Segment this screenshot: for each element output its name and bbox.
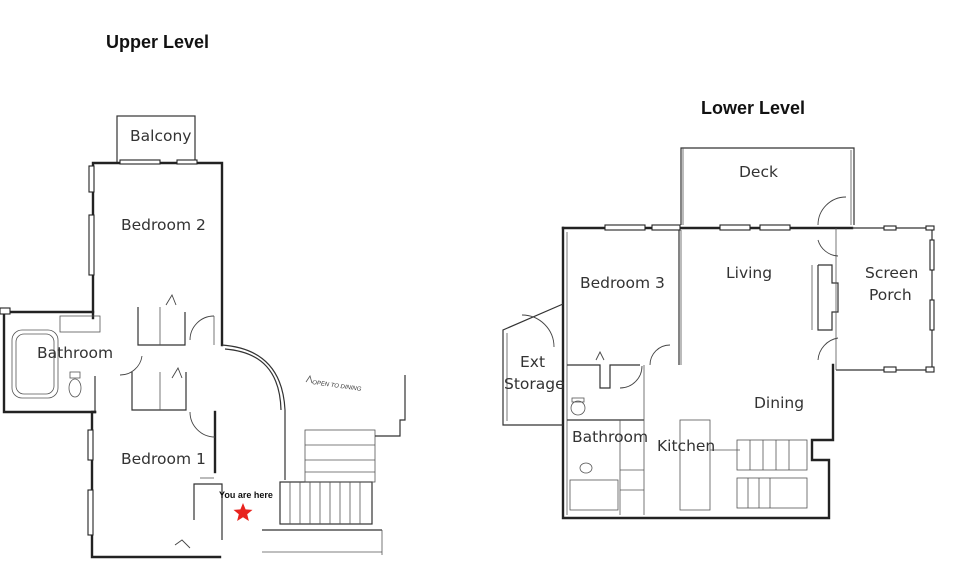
hall-curve — [221, 344, 286, 480]
bedroom-2-label: Bedroom 2 — [121, 216, 206, 234]
deck-area — [680, 147, 855, 226]
dining-label: Dining — [754, 394, 804, 412]
lower-main-walls — [561, 224, 854, 520]
kitchen-label: Kitchen — [657, 437, 715, 455]
living-label: Living — [726, 264, 772, 282]
upper-level-heading: Upper Level — [106, 32, 209, 52]
open-to-dining-arrow — [305, 375, 313, 384]
upper-level-plan: Upper Level — [0, 32, 406, 559]
fireplace — [811, 264, 839, 331]
upper-bathroom — [0, 307, 143, 414]
deck-label: Deck — [739, 163, 778, 181]
open-to-dining-note: OPEN TO DINING — [312, 380, 362, 393]
lower-stairs — [736, 439, 808, 509]
upper-bathroom-label: Bathroom — [37, 344, 113, 362]
upper-closet — [137, 293, 215, 346]
screen-porch-label-line2: Porch — [869, 286, 912, 304]
bedroom-1-label: Bedroom 1 — [121, 450, 206, 468]
you-are-here-label: You are here — [219, 490, 273, 500]
upper-linen — [131, 366, 187, 411]
screen-porch-label-line1: Screen — [865, 264, 918, 282]
lower-bath-kitchen — [567, 365, 740, 515]
ext-storage-label-line1: Ext — [520, 353, 545, 371]
screen-porch — [817, 225, 935, 373]
ext-storage-label-line2: Storage — [504, 375, 565, 393]
you-are-here-star-icon — [233, 503, 253, 521]
you-are-here-closet — [193, 477, 223, 540]
bedroom-1-walls — [87, 410, 222, 559]
lower-level-heading: Lower Level — [701, 98, 805, 118]
lower-bathroom-label: Bathroom — [572, 428, 648, 446]
ext-storage — [502, 303, 564, 426]
lower-level-plan: Lower Level — [502, 98, 935, 520]
upper-stairs — [262, 375, 406, 555]
bedroom-2-walls — [88, 159, 224, 347]
bedroom-3-label: Bedroom 3 — [580, 274, 665, 292]
balcony-label: Balcony — [130, 127, 191, 145]
hall-curve-inner — [224, 348, 282, 411]
